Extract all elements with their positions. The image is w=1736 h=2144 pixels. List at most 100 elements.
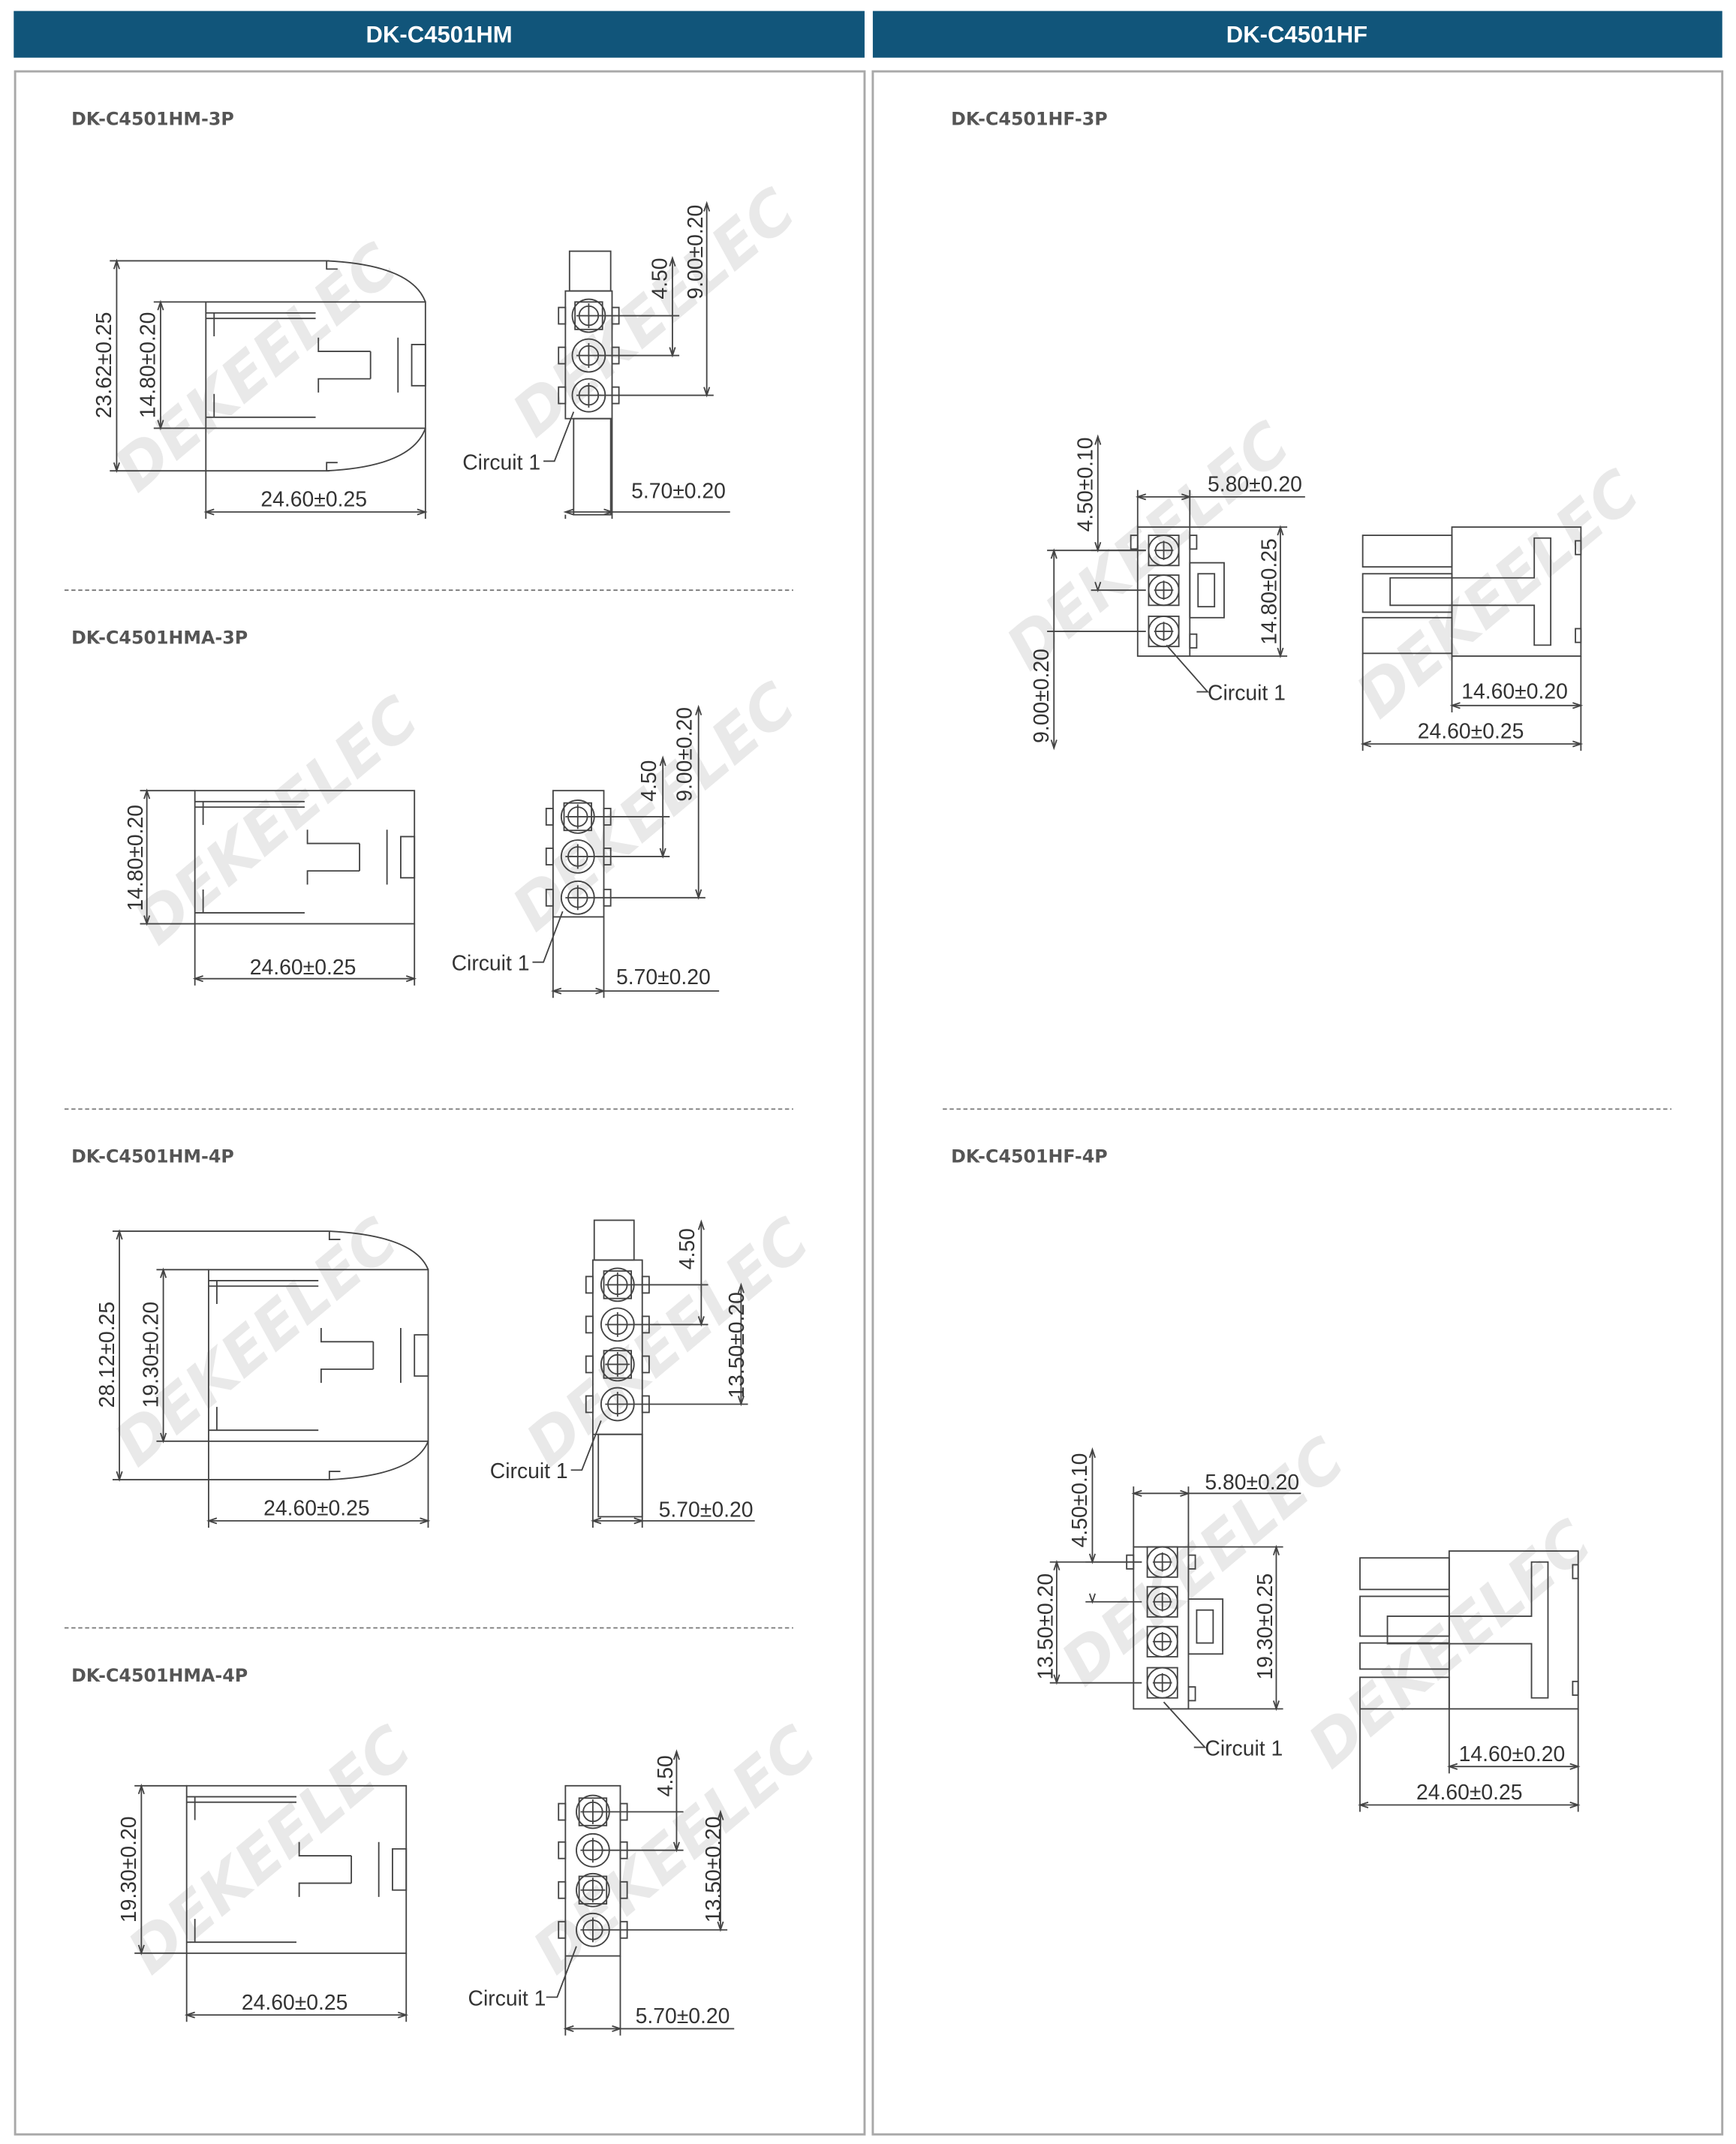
arrowhead (420, 1517, 431, 1525)
arrowhead (695, 704, 703, 715)
dim-body-length: 14.60±0.20 (1461, 680, 1568, 704)
notch (1572, 1680, 1579, 1697)
outline (378, 1841, 408, 1897)
arrowhead (1572, 740, 1584, 748)
arrowhead (116, 1229, 123, 1240)
circuit-leader (543, 411, 575, 462)
arrowhead (1050, 548, 1058, 559)
outline (194, 889, 305, 914)
arrowhead (113, 462, 120, 474)
outline (186, 1796, 296, 1820)
dim-pitch: 4.50 (675, 1228, 700, 1269)
pin-circle (1146, 1667, 1178, 1699)
arrowhead (737, 1396, 745, 1407)
dim-body-height: 14.80±0.25 (1257, 538, 1281, 645)
side-rib (545, 888, 554, 907)
section-title-hma-4p: DK-C4501HMA-4P (71, 1665, 248, 1686)
header-title-right: DK-C4501HF (1226, 22, 1367, 48)
section-title-hm-4p: DK-C4501HM-4P (71, 1146, 234, 1167)
outline (208, 1280, 319, 1305)
arrowhead (160, 1432, 167, 1444)
side-rib (558, 1841, 567, 1859)
arrowhead (143, 915, 151, 926)
dim-body-length: 14.60±0.20 (1459, 1742, 1566, 1766)
side-rib (558, 386, 567, 405)
arrowhead (405, 975, 417, 983)
outline (206, 312, 316, 336)
dim-pitch: 4.50 (654, 1755, 678, 1796)
latch (1189, 562, 1225, 619)
contact-prong (1361, 534, 1453, 568)
dim-span: 9.00±0.20 (684, 205, 708, 300)
circuit-leader (1166, 644, 1210, 693)
contact-prong (1361, 573, 1453, 613)
arrowhead (417, 508, 428, 516)
pin-circle (576, 1872, 610, 1908)
dim-span: 13.50±0.20 (725, 1292, 749, 1399)
side-rib (1189, 633, 1198, 649)
arrowhead (550, 987, 562, 995)
header-title-left: DK-C4501HM (366, 22, 513, 48)
notch (1575, 628, 1582, 643)
outline (298, 1841, 353, 1897)
panel-right (871, 70, 1724, 2136)
arrowhead (137, 1944, 145, 1956)
side-rib (545, 848, 554, 866)
outline (386, 830, 416, 885)
pin-cavity-square (578, 1875, 608, 1905)
dim-width: 5.70±0.20 (616, 965, 711, 989)
circuit-1-label: Circuit 1 (452, 952, 530, 976)
contact-prong (1361, 616, 1453, 655)
dim-width: 5.80±0.20 (1208, 473, 1302, 497)
pin-circle (1146, 1585, 1178, 1618)
contact-body (1389, 537, 1552, 646)
side-rib (558, 346, 567, 365)
header-bar-left (14, 11, 865, 58)
section-title-hf-4p: DK-C4501HF-4P (951, 1146, 1108, 1167)
arrowhead (1088, 1593, 1096, 1604)
arrowhead (669, 347, 676, 358)
side-rib (558, 306, 567, 325)
dim-span: 9.00±0.20 (673, 707, 697, 802)
arrowhead (697, 1219, 705, 1230)
arrowhead (1088, 1447, 1096, 1459)
outline (397, 337, 426, 393)
outline (306, 830, 360, 885)
circuit-1-label: Circuit 1 (490, 1459, 568, 1483)
arrowhead (1272, 1544, 1280, 1555)
side-rib (1187, 1554, 1196, 1570)
arrowhead (192, 975, 203, 983)
pin-circle (1148, 616, 1180, 648)
latch-window (1196, 1609, 1214, 1644)
dim-span: 13.50±0.20 (1033, 1573, 1058, 1680)
section-title-hf-3p: DK-C4501HF-3P (951, 108, 1108, 129)
header-bar-right (872, 11, 1722, 58)
arrowhead (157, 420, 164, 431)
arrowhead (1449, 702, 1461, 709)
dim-span: 9.00±0.20 (1030, 649, 1054, 743)
circuit-1-label: Circuit 1 (468, 1986, 546, 2010)
pin-circle (1148, 574, 1180, 607)
dim-length: 24.60±0.25 (1416, 1781, 1523, 1805)
latch (326, 428, 426, 472)
arrowhead (1094, 434, 1102, 445)
dim-length: 24.60±0.25 (242, 1991, 348, 2015)
arrowhead (116, 1471, 123, 1482)
dim-pitch: 4.50 (648, 257, 672, 299)
section-title-hma-3p: DK-C4501HMA-3P (71, 628, 248, 649)
arrowhead (1572, 702, 1584, 709)
outline (400, 1328, 429, 1384)
bottom-tab (573, 417, 612, 516)
side-rib (1187, 1686, 1196, 1702)
dim-body-height: 19.30±0.20 (139, 1302, 163, 1408)
arrowhead (703, 387, 711, 398)
arrowhead (659, 755, 666, 766)
dim-body-height: 19.30±0.25 (1253, 1573, 1277, 1680)
dim-length: 24.60±0.25 (250, 956, 357, 980)
arrowhead (1053, 1559, 1061, 1571)
latch (328, 1230, 429, 1270)
arrowhead (1358, 1801, 1369, 1808)
circuit-leader (532, 911, 564, 963)
side-rib (619, 1881, 628, 1899)
circuit-1-label: Circuit 1 (1208, 681, 1286, 705)
